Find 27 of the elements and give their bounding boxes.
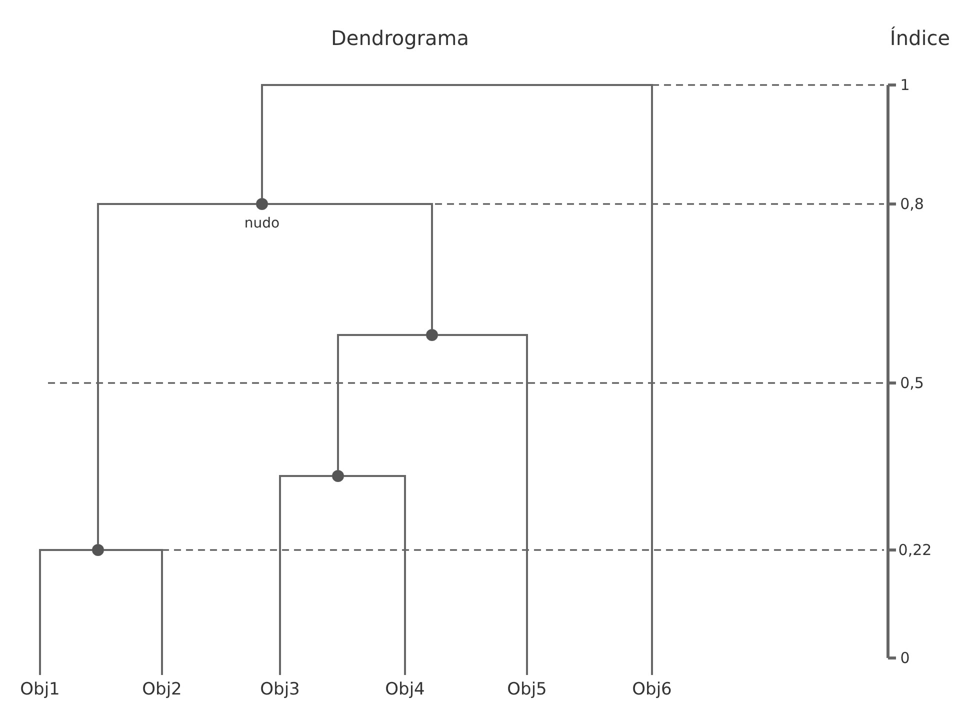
node-dot: [426, 329, 438, 341]
tick-label: 0,5: [900, 374, 924, 392]
branch-line: [438, 334, 528, 675]
branch-line: [97, 203, 256, 544]
branch-line: [279, 475, 332, 675]
tick-label: 0,8: [900, 196, 924, 212]
leaf-label: Obj4: [385, 680, 425, 700]
node-dot: [92, 544, 104, 556]
diagram-title: Dendrograma: [331, 27, 469, 49]
node-dot: [256, 198, 268, 210]
branch-line: [268, 203, 433, 329]
branch-line: [261, 84, 653, 675]
node-dot: [332, 470, 344, 482]
axis-title: Índice: [890, 27, 950, 49]
leaf-label: Obj3: [260, 680, 300, 700]
branch-line: [104, 549, 163, 675]
tick-label: 1: [900, 76, 910, 94]
branch-line: [337, 334, 426, 470]
branch-line: [39, 549, 92, 675]
tick-label: 0,22: [898, 542, 932, 558]
tick-label: 0: [900, 650, 910, 666]
branch-line: [344, 475, 406, 675]
leaf-label: Obj6: [632, 680, 672, 700]
leaf-label: Obj1: [20, 680, 60, 700]
node-label: nudo: [244, 216, 280, 232]
leaf-label: Obj5: [507, 680, 547, 700]
leaf-label: Obj2: [142, 680, 182, 700]
